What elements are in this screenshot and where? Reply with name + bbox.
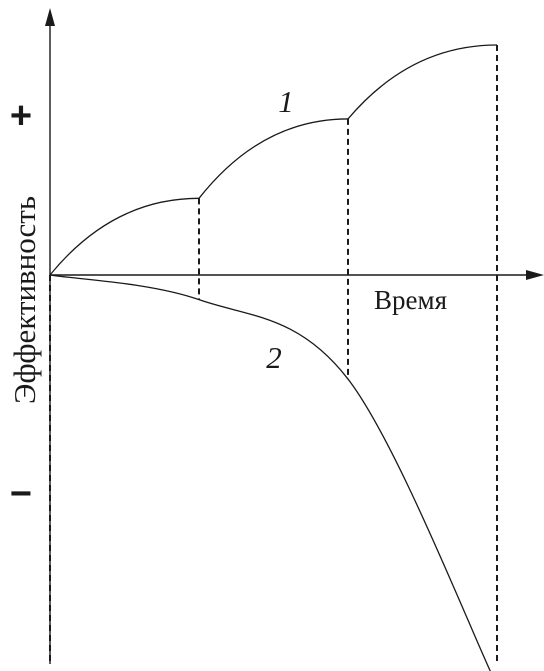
negative-sign: − [10,473,32,515]
y-axis-arrow [45,8,55,26]
x-axis-label: Время [374,285,447,315]
series-2-line [49,274,491,671]
positive-sign: + [10,95,32,137]
series-label-1: 1 [278,84,294,119]
series-1-segment-2 [198,118,349,199]
curves [49,44,498,671]
y-axis-label: Эффективность [7,196,42,404]
axes [45,8,544,664]
series-1-segment-3 [347,44,498,120]
series-label-2: 2 [266,340,282,375]
series-1-segment-1 [49,197,200,276]
x-axis-arrow [526,270,544,280]
